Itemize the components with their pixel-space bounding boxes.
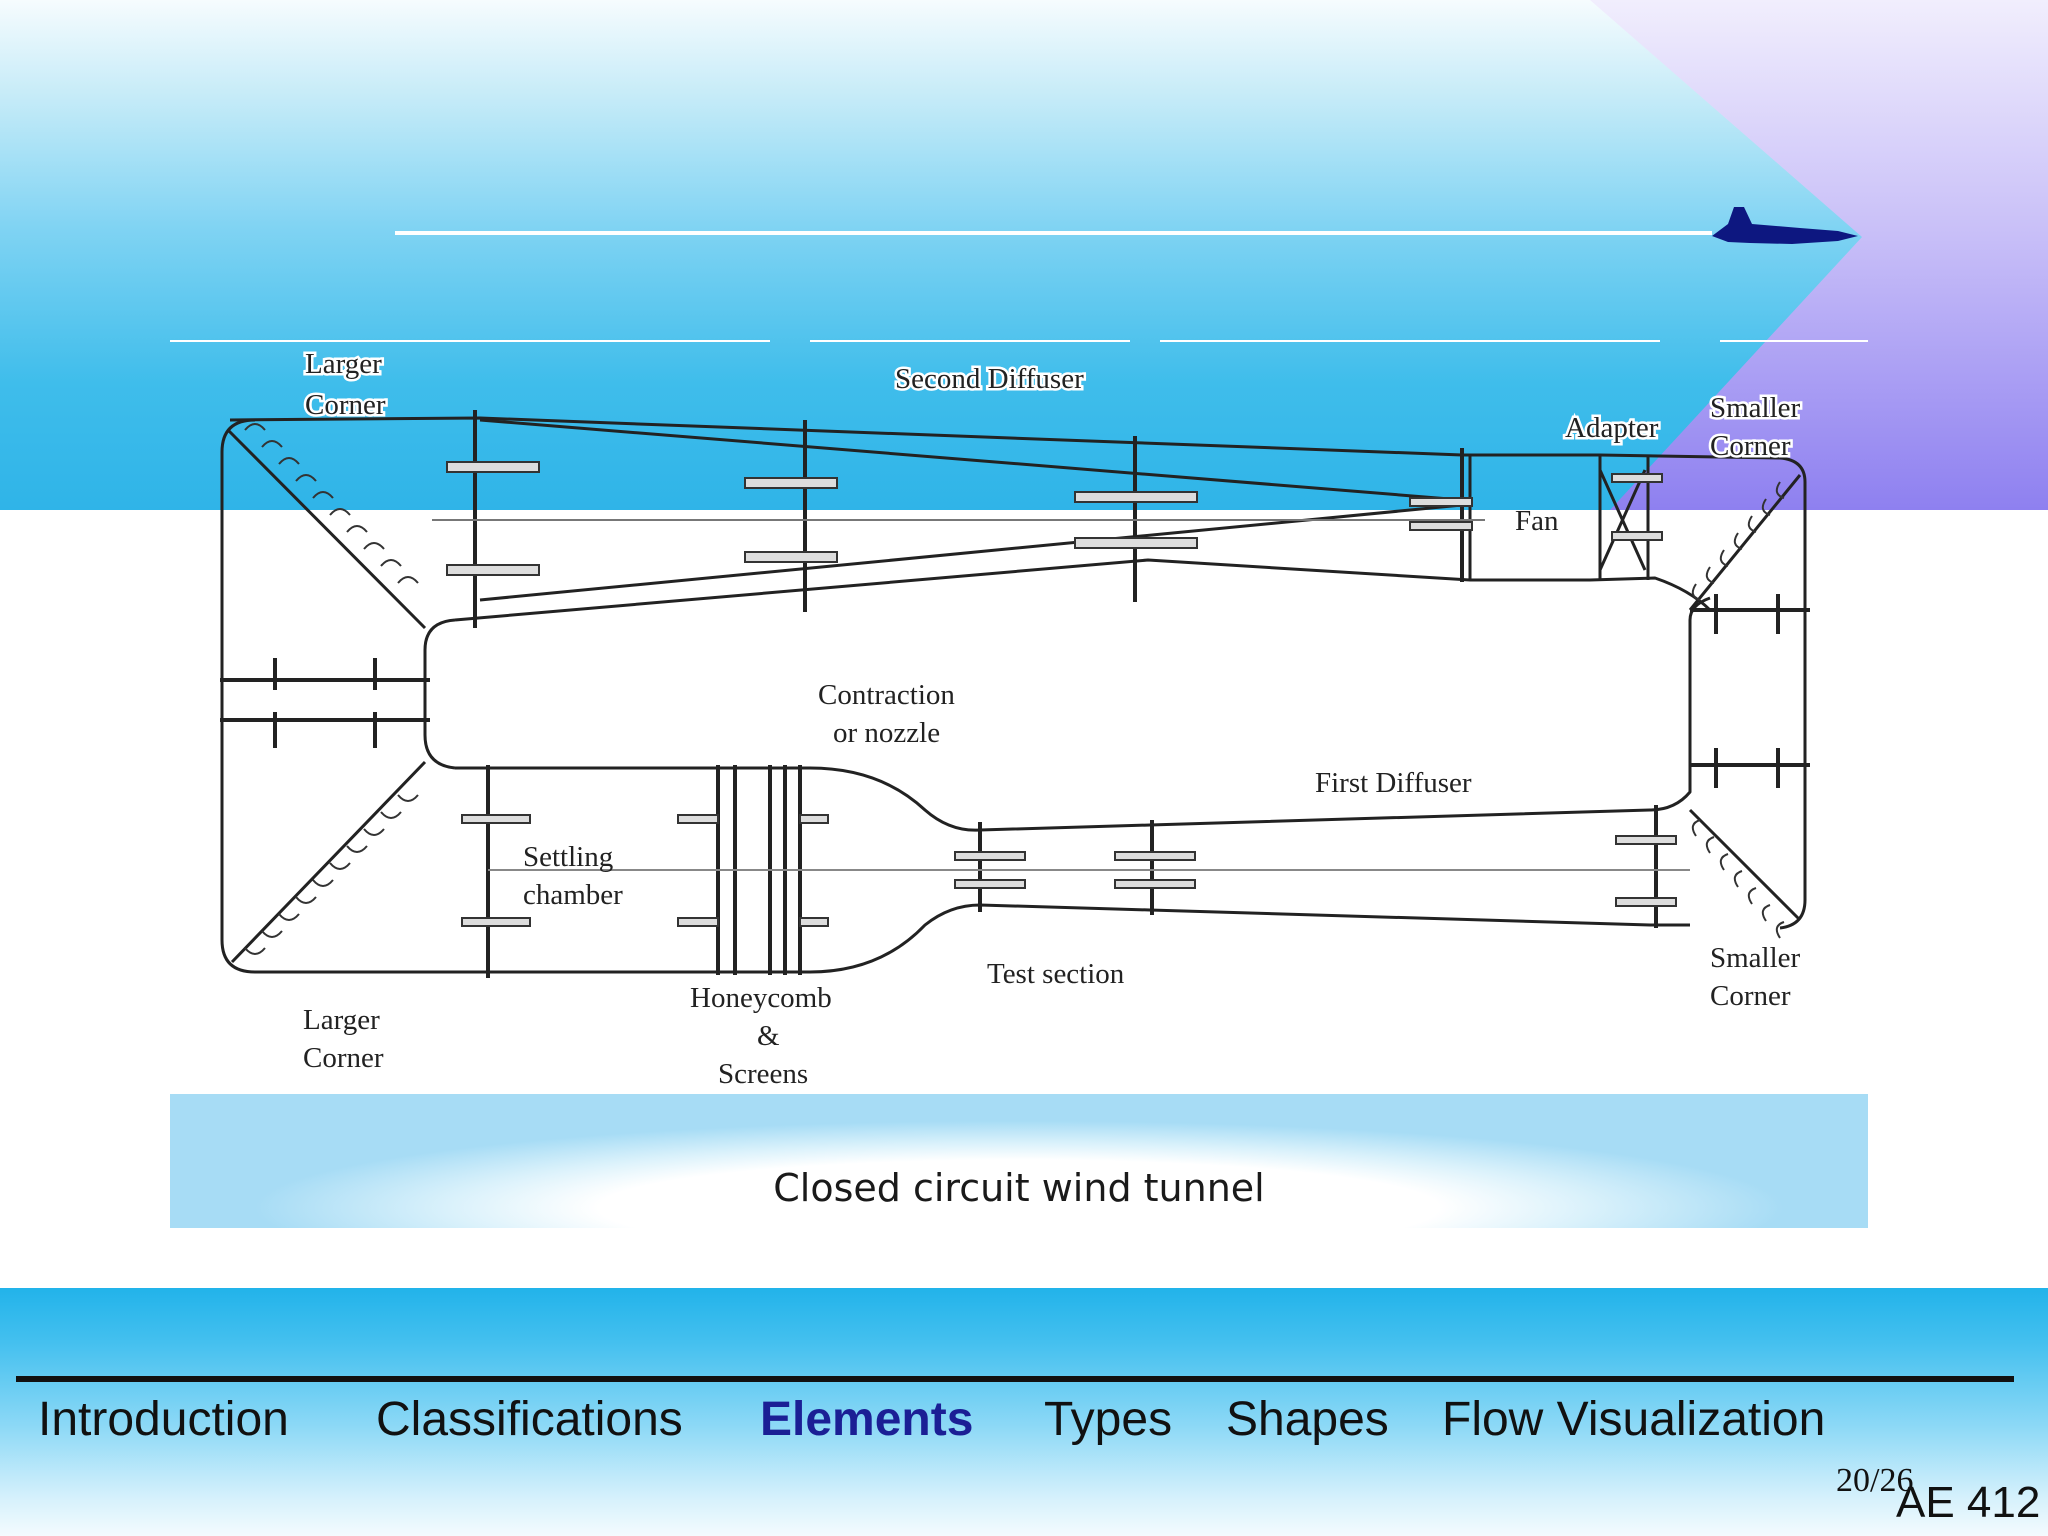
- nav-elements[interactable]: Elements: [760, 1393, 974, 1446]
- label-larger-corner-bottom-1: Larger: [303, 1004, 380, 1036]
- label-settling-1: Settling: [523, 841, 613, 873]
- label-smaller-corner-bottom-2: Corner: [1710, 980, 1791, 1012]
- label-larger-corner-top-1: Larger: [305, 348, 382, 380]
- label-smaller-corner-top-1: Smaller: [1710, 392, 1801, 424]
- label-larger-corner-bottom-2: Corner: [303, 1042, 384, 1074]
- diagram-caption: Closed circuit wind tunnel: [773, 1166, 1265, 1210]
- label-settling-2: chamber: [523, 879, 623, 911]
- nav-flow-visualization[interactable]: Flow Visualization: [1442, 1393, 1826, 1446]
- nav-introduction[interactable]: Introduction: [38, 1393, 289, 1446]
- nav-classifications[interactable]: Classifications: [376, 1393, 683, 1446]
- label-test-section: Test section: [987, 958, 1125, 990]
- label-adapter: Adapter: [1565, 412, 1659, 444]
- page-number: 20/26: [1836, 1462, 1914, 1499]
- label-honeycomb-3: Screens: [718, 1058, 808, 1090]
- footer-band: [0, 1288, 2048, 1536]
- slide-navigation: Introduction Classifications Elements Ty…: [0, 1392, 2048, 1452]
- label-fan: Fan: [1515, 505, 1559, 537]
- label-honeycomb-2: &: [757, 1020, 780, 1052]
- nav-shapes[interactable]: Shapes: [1226, 1393, 1389, 1446]
- label-first-diffuser: First Diffuser: [1315, 767, 1472, 799]
- label-honeycomb-1: Honeycomb: [690, 982, 832, 1014]
- label-contraction-2: or nozzle: [833, 717, 940, 749]
- nav-types[interactable]: Types: [1044, 1393, 1173, 1446]
- caption-band: Closed circuit wind tunnel: [170, 1094, 1868, 1228]
- label-second-diffuser: Second Diffuser: [895, 363, 1084, 395]
- footer-divider: [16, 1376, 2014, 1382]
- course-code: AE 412: [1896, 1478, 2041, 1527]
- label-larger-corner-top-2: Corner: [305, 389, 386, 421]
- label-smaller-corner-top-2: Corner: [1710, 430, 1791, 462]
- jet-icon: [1712, 207, 1858, 244]
- label-contraction-1: Contraction: [818, 679, 955, 711]
- label-smaller-corner-bottom-1: Smaller: [1710, 942, 1801, 974]
- header-arrow-decoration: [170, 0, 2048, 510]
